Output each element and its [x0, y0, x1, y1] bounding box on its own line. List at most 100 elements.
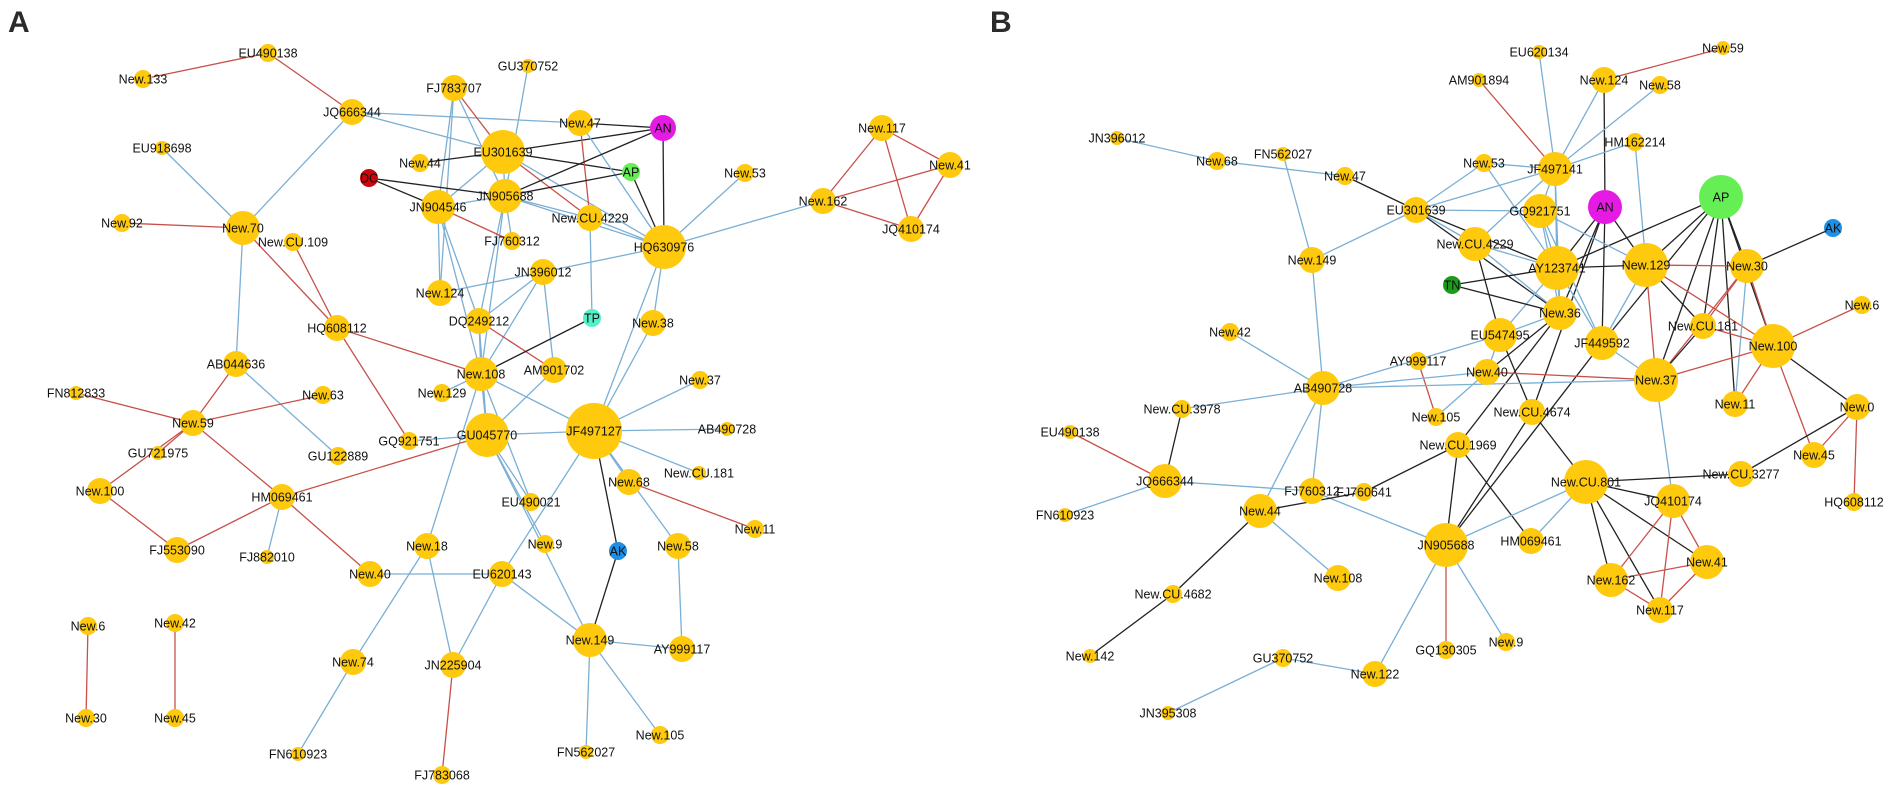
node-b-fn562027: FN562027 — [1254, 147, 1312, 162]
node-a-gu122889: GU122889 — [308, 447, 368, 465]
node-b-eu490138: EU490138 — [1040, 425, 1100, 440]
node-label: New.129 — [1622, 259, 1671, 273]
edge-a-eu620143-new-149 — [501, 573, 591, 641]
edge-a-new-74-fn610923 — [297, 661, 354, 755]
edge-b-new-cu-1969-hm069461 — [1457, 444, 1532, 542]
edge-b-eu301639-new-149 — [1311, 209, 1417, 261]
node-circle — [1274, 649, 1292, 667]
edge-a-eu620143-jn225904 — [452, 573, 503, 666]
node-circle — [324, 315, 350, 341]
node-b-new-100: New.100 — [1749, 324, 1797, 368]
node-label: JN396012 — [515, 266, 572, 280]
node-circle — [1728, 461, 1754, 487]
node-label: New.CU.4229 — [551, 212, 628, 226]
node-a-new-108: New.108 — [457, 357, 505, 391]
node-circle — [650, 115, 676, 141]
node-circle — [223, 351, 249, 377]
node-label: New.11 — [1715, 398, 1756, 412]
edge-a-new-117-new-162 — [822, 127, 883, 202]
node-a-new-cu-4229: New.CU.4229 — [551, 205, 629, 231]
node-label: New.105 — [1412, 411, 1461, 425]
node-circle — [669, 636, 695, 662]
node-circle — [1656, 484, 1690, 518]
node-label: HM162214 — [1604, 136, 1665, 150]
edge-a-an-jn905688 — [504, 127, 664, 197]
node-a-eu620143: EU620143 — [472, 561, 532, 587]
node-circle — [329, 447, 347, 465]
edge-a-hm069461-new-40 — [281, 496, 371, 575]
node-circle — [665, 533, 691, 559]
node-b-fn610923: FN610923 — [1036, 508, 1094, 523]
node-a-fj783707: FJ783707 — [426, 75, 482, 101]
node-circle — [869, 115, 895, 141]
node-label: AP — [1713, 191, 1730, 205]
node-circle — [180, 410, 206, 436]
node-b-new-129: New.129 — [1622, 243, 1671, 287]
edge-a-hq630976-new-162 — [663, 200, 824, 248]
edge-b-new-cu-801-new-117 — [1585, 481, 1661, 611]
node-label: JN396012 — [1089, 132, 1146, 146]
edge-a-jq666344-new-70 — [242, 111, 353, 229]
node-circle — [1497, 633, 1515, 651]
node-circle — [77, 709, 95, 727]
node-a-new-68: New.68 — [608, 469, 650, 495]
node-label: AB490728 — [698, 423, 756, 437]
node-b-an: AN — [1588, 190, 1622, 224]
node-b-new-47: New.47 — [1324, 167, 1366, 185]
node-circle — [226, 211, 260, 245]
node-circle — [1475, 154, 1493, 172]
node-b-ab490728: AB490728 — [1294, 371, 1352, 405]
node-a-eu918698: EU918698 — [132, 141, 192, 156]
node-b-new-cu-1969: New.CU.1969 — [1419, 432, 1497, 458]
node-a-jq410174: JQ410174 — [882, 216, 940, 242]
node-label: JN395308 — [1140, 707, 1197, 721]
node-circle — [284, 233, 302, 251]
node-label: New.63 — [302, 389, 344, 403]
node-b-new-cu-181: New.CU.181 — [1668, 313, 1738, 339]
node-a-ay999117: AY999117 — [654, 636, 710, 662]
edge-a-eu301639-an — [502, 127, 664, 153]
node-circle — [622, 163, 640, 181]
edge-a-new-6-new-30 — [85, 625, 89, 719]
node-circle — [521, 59, 535, 73]
node-circle — [1483, 318, 1517, 352]
node-circle — [1362, 661, 1388, 687]
node-circle — [1730, 249, 1764, 283]
node-a-new-133: New.133 — [119, 70, 167, 88]
edge-a-new-58-ay999117 — [677, 545, 683, 650]
node-circle — [1355, 483, 1373, 501]
node-b-new-cu-3277: New.CU.3277 — [1702, 461, 1780, 487]
node-label: New.70 — [222, 222, 264, 236]
node-label: EU490138 — [1040, 426, 1099, 440]
node-circle — [69, 386, 83, 400]
node-b-new-149: New.149 — [1288, 247, 1336, 273]
node-circle — [87, 478, 113, 504]
node-label: AN — [654, 122, 671, 136]
node-label: New.CU.181 — [664, 467, 734, 481]
edge-a-eu490138-jq666344 — [267, 52, 353, 113]
node-label: GQ130305 — [1415, 644, 1476, 658]
node-circle — [746, 520, 764, 538]
edge-a-new-cu-4229-tp — [589, 217, 593, 319]
node-a-eu490021: EU490021 — [501, 493, 561, 511]
node-a-new-11: New.11 — [735, 520, 775, 538]
edge-a-dc-jn905688 — [368, 177, 506, 197]
node-b-new-11: New.11 — [1715, 391, 1756, 417]
node-label: AM901702 — [524, 364, 585, 378]
edge-b-new-68-new-47 — [1216, 160, 1346, 177]
node-a-new-47: New.47 — [559, 110, 601, 136]
node-circle — [566, 403, 622, 459]
node-circle — [503, 232, 521, 250]
edge-a-jq666344-eu301639 — [351, 111, 504, 153]
edge-b-new-59-new-124 — [1603, 47, 1724, 81]
node-a-ab044636: AB044636 — [207, 351, 265, 377]
node-circle — [1403, 197, 1429, 223]
node-b-eu620134: EU620134 — [1509, 45, 1569, 60]
node-circle — [1336, 167, 1354, 185]
edge-b-new-42-ab490728 — [1229, 331, 1324, 389]
node-b-new-cu-4229: New.CU.4229 — [1436, 227, 1514, 261]
node-circle — [1083, 649, 1097, 663]
node-label: New.53 — [724, 167, 766, 181]
edge-a-new-149-new-105 — [589, 639, 661, 736]
node-label: New.58 — [1639, 79, 1681, 93]
